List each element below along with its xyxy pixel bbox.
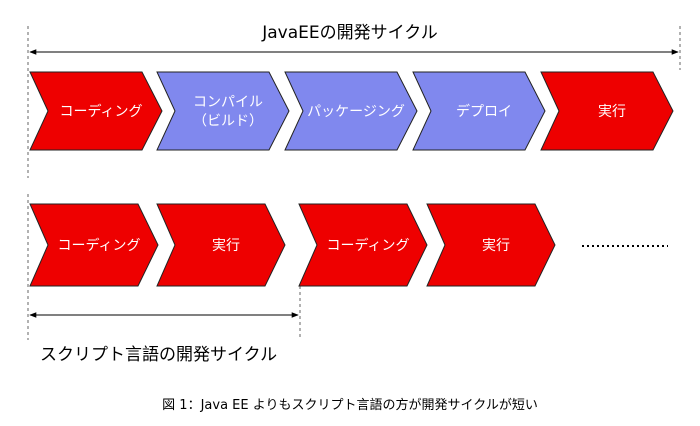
script-step-label: コーディング (326, 237, 409, 254)
javaee-cycle-row: コーディング コンパイル（ビルド） パッケージング デプロイ 実行 (29, 71, 674, 151)
script-cycle-row: コーディング 実行 コーディング 実行 (29, 203, 556, 287)
figure-caption: 図 1：Java EE よりもスクリプト言語の方が開発サイクルが短い (162, 398, 538, 413)
script-step-chevron (426, 203, 556, 287)
script-step-chevron (156, 203, 286, 287)
script-step-chevron (29, 203, 159, 287)
javaee-step-chevron (540, 71, 674, 151)
javaee-step-label: 実行 (598, 104, 626, 120)
javaee-cycle-title: JavaEEの開発サイクル (262, 23, 438, 43)
javaee-step-label: デプロイ (456, 103, 512, 120)
javaee-step-label: コンパイル（ビルド） (193, 95, 263, 130)
javaee-step-chevron (412, 71, 546, 151)
javaee-step-label: コーディング (59, 103, 142, 120)
script-step-label: 実行 (482, 238, 510, 254)
script-cycle-title: スクリプト言語の開発サイクル (40, 345, 278, 365)
javaee-step-chevron (29, 71, 163, 151)
javaee-step-chevron (156, 71, 290, 151)
javaee-step-label: パッケージング (307, 104, 405, 120)
script-step-label: コーディング (57, 237, 140, 254)
javaee-step-chevron (284, 71, 418, 151)
script-step-chevron (298, 203, 428, 287)
script-step-label: 実行 (212, 238, 240, 254)
